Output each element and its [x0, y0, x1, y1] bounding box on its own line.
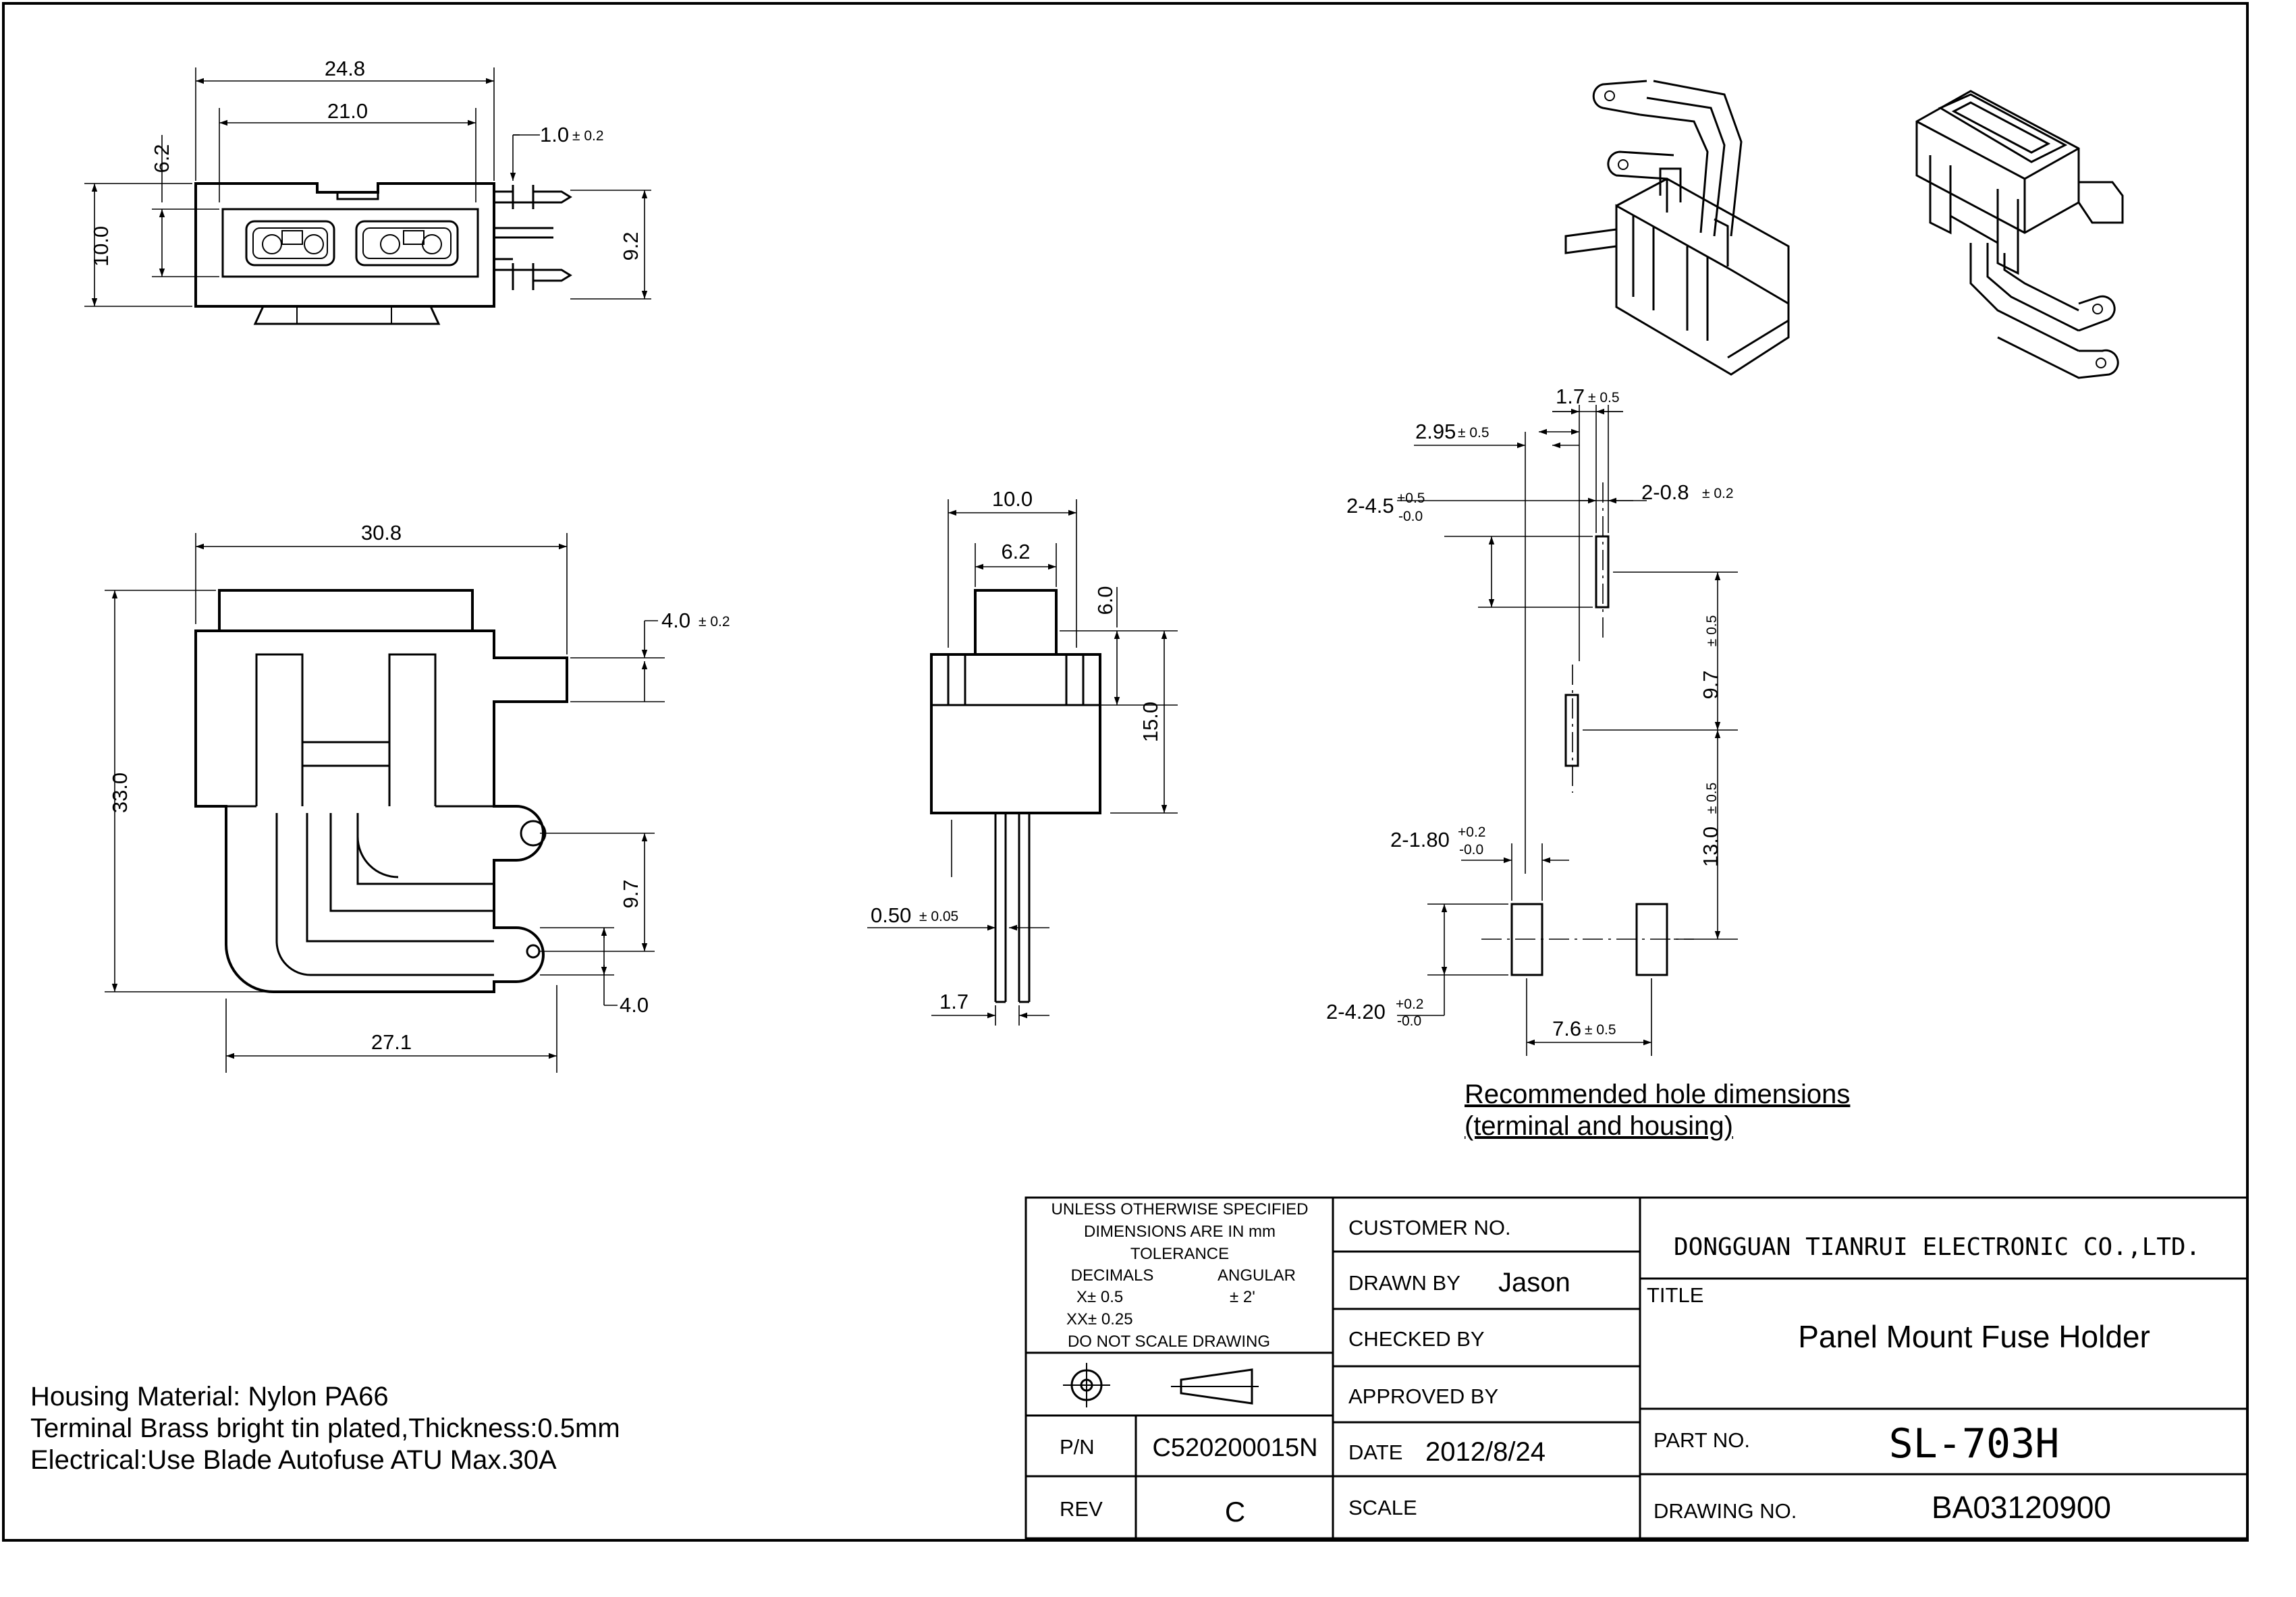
- hole-dim-2-4-5-up: +0.5: [1397, 491, 1425, 506]
- rev-value: C: [1225, 1496, 1245, 1528]
- pn-value: C520200015N: [1152, 1434, 1317, 1462]
- scale-label: SCALE: [1348, 1496, 1417, 1519]
- hole-dim-2-95-tol: ± 0.5: [1458, 425, 1489, 441]
- side-dim-9-7: 9.7: [619, 879, 643, 908]
- sheet-border: [2, 2, 2249, 1542]
- hole-dim-1-7-tol: ± 0.5: [1588, 390, 1620, 405]
- hole-dim-2-4-20-lo: -0.0: [1397, 1013, 1421, 1029]
- hole-dim-13-0: 13.0: [1699, 826, 1722, 867]
- pn-label: P/N: [1060, 1435, 1095, 1459]
- hole-dim-1-7: 1.7: [1556, 385, 1585, 408]
- hole-dim-2-1-80-up: +0.2: [1458, 824, 1485, 840]
- drawn-by-value: Jason: [1498, 1268, 1570, 1297]
- approved-by-label: APPROVED BY: [1348, 1384, 1498, 1408]
- date-value: 2012/8/24: [1425, 1437, 1546, 1467]
- projection-symbol-icon: [1063, 1363, 1259, 1407]
- tol-line-2: DIMENSIONS ARE IN mm: [1084, 1223, 1276, 1241]
- isometric-view-left: [1564, 80, 1790, 376]
- rev-label: REV: [1060, 1497, 1103, 1521]
- end-dim-10-0: 10.0: [992, 487, 1033, 511]
- title-block: UNLESS OTHERWISE SPECIFIED DIMENSIONS AR…: [1024, 1196, 2249, 1540]
- front-dim-24-8: 24.8: [325, 57, 365, 80]
- side-dim-4-0-bottom: 4.0: [620, 993, 649, 1017]
- tol-angular: ANGULAR: [1218, 1266, 1296, 1285]
- note-terminal: Terminal Brass bright tin plated,Thickne…: [30, 1413, 620, 1443]
- hole-dim-2-0-8-tol: ± 0.2: [1702, 486, 1734, 501]
- title-label: TITLE: [1647, 1283, 1703, 1307]
- part-no-value: SL-703H: [1889, 1420, 2060, 1467]
- end-dim-6-0: 6.0: [1093, 586, 1117, 615]
- hole-dim-2-4-5: 2-4.5: [1346, 494, 1394, 517]
- side-dim-33-0: 33.0: [108, 773, 132, 813]
- end-view: 10.0 6.2 6.0 15.0 0.50 ± 0.05 1.7: [867, 487, 1178, 1026]
- front-dim-21-0: 21.0: [327, 99, 368, 123]
- hole-dim-2-95: 2.95: [1415, 420, 1456, 443]
- date-label: DATE: [1348, 1440, 1402, 1464]
- hole-dim-9-7-tol: ± 0.5: [1704, 615, 1720, 647]
- tol-dns: DO NOT SCALE DRAWING: [1068, 1333, 1270, 1351]
- end-dim-0-50-tol: ± 0.05: [919, 909, 958, 924]
- tol-line-1: UNLESS OTHERWISE SPECIFIED: [1051, 1200, 1309, 1218]
- drawn-by-label: DRAWN BY: [1348, 1271, 1460, 1295]
- note-housing-material: Housing Material: Nylon PA66: [30, 1382, 389, 1411]
- side-dim-27-1: 27.1: [371, 1030, 412, 1054]
- hole-dim-13-0-tol: ± 0.5: [1704, 783, 1720, 814]
- end-dim-15-0: 15.0: [1139, 702, 1162, 742]
- checked-by-label: CHECKED BY: [1348, 1327, 1485, 1351]
- isometric-view-right: [1915, 90, 2124, 379]
- side-dim-4-0-tol: ± 0.2: [699, 614, 730, 629]
- hole-caption-line-1: Recommended hole dimensions: [1465, 1080, 1850, 1109]
- note-electrical: Electrical:Use Blade Autofuse ATU Max.30…: [30, 1445, 557, 1475]
- side-view: 30.8 33.0 4.0 ± 0.2 9.7 4.0 27.1: [105, 521, 730, 1073]
- hole-dim-2-0-8: 2-0.8: [1641, 480, 1689, 504]
- front-dim-10-0: 10.0: [89, 226, 113, 267]
- front-dim-9-2: 9.2: [619, 231, 643, 260]
- front-dim-1-0: 1.0: [540, 123, 569, 146]
- tol-line-3: TOLERANCE: [1130, 1245, 1229, 1263]
- notes: Housing Material: Nylon PA66 Terminal Br…: [30, 1382, 620, 1475]
- drawing-no-label: DRAWING NO.: [1653, 1499, 1797, 1523]
- drawing-no-value: BA03120900: [1932, 1490, 2111, 1525]
- hole-layout: 2.95 ± 0.5 1.7 ± 0.5 2-0.8 ± 0.2 2-4.5 +…: [1326, 385, 1850, 1141]
- front-view: 24.8 21.0 10.0 6.2 9.2 1.0 ± 0.2: [84, 57, 651, 325]
- front-dim-1-0-tol: ± 0.2: [572, 128, 604, 144]
- tol-ang-value: ± 2': [1230, 1288, 1255, 1306]
- tol-x: X± 0.5: [1076, 1288, 1123, 1306]
- company-name: DONGGUAN TIANRUI ELECTRONIC CO.,LTD.: [1674, 1233, 2200, 1261]
- tol-xx: XX± 0.25: [1066, 1310, 1133, 1328]
- hole-dim-7-6-tol: ± 0.5: [1585, 1022, 1616, 1038]
- hole-dim-2-1-80: 2-1.80: [1390, 828, 1450, 851]
- hole-dim-2-4-20: 2-4.20: [1326, 1000, 1386, 1024]
- front-dim-6-2: 6.2: [150, 144, 173, 173]
- tol-decimals: DECIMALS: [1071, 1266, 1154, 1285]
- title-value: Panel Mount Fuse Holder: [1798, 1319, 2150, 1354]
- hole-dim-2-1-80-lo: -0.0: [1459, 842, 1483, 858]
- side-dim-30-8: 30.8: [361, 521, 402, 544]
- hole-dim-2-4-5-lo: -0.0: [1398, 509, 1423, 524]
- side-dim-4-0-top: 4.0: [661, 609, 690, 632]
- hole-dim-2-4-20-up: +0.2: [1396, 997, 1423, 1012]
- hole-dim-7-6: 7.6: [1552, 1017, 1581, 1040]
- customer-no-label: CUSTOMER NO.: [1348, 1216, 1511, 1239]
- end-dim-0-50: 0.50: [871, 903, 911, 927]
- end-dim-1-7: 1.7: [939, 990, 968, 1013]
- part-no-label: PART NO.: [1653, 1428, 1750, 1452]
- hole-dim-9-7: 9.7: [1699, 670, 1722, 699]
- hole-caption-line-2: (terminal and housing): [1465, 1111, 1733, 1141]
- end-dim-6-2: 6.2: [1001, 540, 1030, 563]
